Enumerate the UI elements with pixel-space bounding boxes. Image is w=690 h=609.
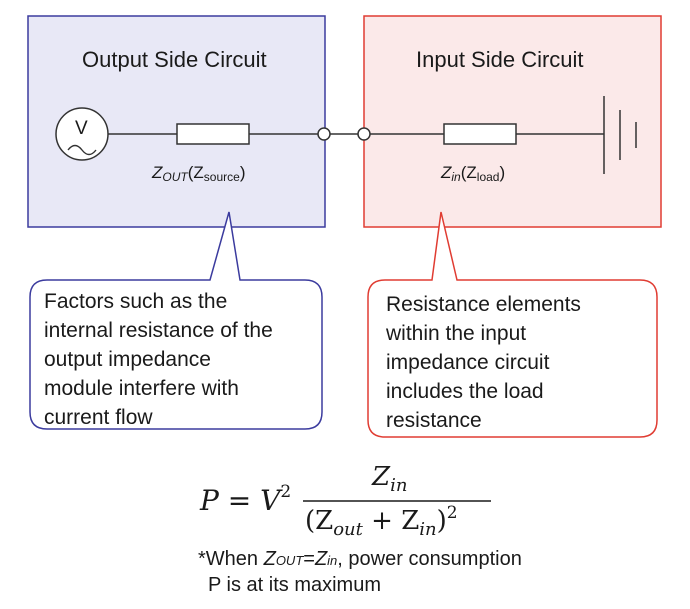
z-in-label: Zin(Zload) bbox=[441, 163, 506, 184]
z-in-resistor bbox=[443, 123, 517, 145]
callout-line: output impedance bbox=[44, 348, 211, 371]
input-side-box bbox=[363, 15, 662, 228]
den-sub1: out bbox=[333, 519, 363, 540]
den-close: ) bbox=[436, 506, 447, 536]
note-line-1: *When ZOUT=Zin, power consumption bbox=[198, 547, 522, 573]
formula-denominator: (Zout + Zin)2 bbox=[305, 503, 458, 540]
note-prefix: *When bbox=[198, 548, 264, 570]
den-plus: + Z bbox=[362, 506, 420, 536]
callout-line: internal resistance of the bbox=[44, 319, 273, 342]
callout-line: Factors such as the bbox=[44, 290, 228, 313]
note-z1-sub: OUT bbox=[275, 553, 304, 568]
den-sub2: in bbox=[419, 519, 437, 540]
note-eq: = bbox=[303, 548, 315, 570]
numerator-sub: in bbox=[390, 475, 408, 496]
z-load-sub: load bbox=[476, 170, 500, 184]
callout-line: module interfere with bbox=[44, 377, 239, 400]
source-symbol-label: V bbox=[75, 118, 88, 139]
note-suffix: , power consumption bbox=[337, 548, 522, 570]
z-out-resistor bbox=[176, 123, 250, 145]
note-line-2: P is at its maximum bbox=[208, 574, 381, 596]
output-terminal bbox=[317, 127, 331, 141]
callout-line: impedance circuit bbox=[386, 351, 550, 374]
formula-lhs-exp: 2 bbox=[280, 482, 292, 502]
callout-line: includes the load bbox=[386, 380, 544, 403]
z-in-sub: in bbox=[451, 170, 461, 184]
z-source-main: (Z bbox=[187, 163, 204, 182]
output-side-title: Output Side Circuit bbox=[82, 47, 267, 72]
input-terminal bbox=[357, 127, 371, 141]
note-z2: Z bbox=[314, 548, 328, 570]
formula-lhs-text: P = V bbox=[200, 484, 281, 517]
z-out-main: Z bbox=[152, 163, 163, 182]
output-callout-text: Factors such as the internal resistance … bbox=[44, 287, 273, 432]
note-z1: Z bbox=[263, 548, 276, 570]
callout-line: within the input bbox=[386, 322, 527, 345]
z-load-main: (Z bbox=[460, 163, 477, 182]
input-callout-text: Resistance elements within the input imp… bbox=[386, 290, 581, 435]
output-callout-bubble bbox=[29, 211, 323, 430]
z-source-sub: source bbox=[203, 170, 240, 184]
formula-lhs: P = V2 bbox=[200, 482, 292, 517]
numerator-main: Z bbox=[372, 462, 391, 492]
formula-numerator: Zin bbox=[372, 462, 407, 496]
callout-line: resistance bbox=[386, 409, 482, 432]
note-z2-sub: in bbox=[327, 553, 338, 568]
input-side-title: Input Side Circuit bbox=[416, 47, 584, 72]
z-load-close: ) bbox=[499, 163, 506, 182]
den-open: (Z bbox=[305, 506, 334, 536]
sine-wave-icon bbox=[67, 144, 97, 156]
z-out-sub: OUT bbox=[162, 170, 188, 184]
z-in-main: Z bbox=[441, 163, 452, 182]
callout-line: current flow bbox=[44, 406, 153, 429]
den-exp: 2 bbox=[446, 503, 458, 523]
callout-line: Resistance elements bbox=[386, 293, 581, 316]
z-out-label: ZOUT(Zsource) bbox=[152, 163, 246, 184]
z-source-close: ) bbox=[239, 163, 246, 182]
ac-source-icon bbox=[55, 107, 109, 161]
input-callout-bubble bbox=[367, 211, 658, 438]
